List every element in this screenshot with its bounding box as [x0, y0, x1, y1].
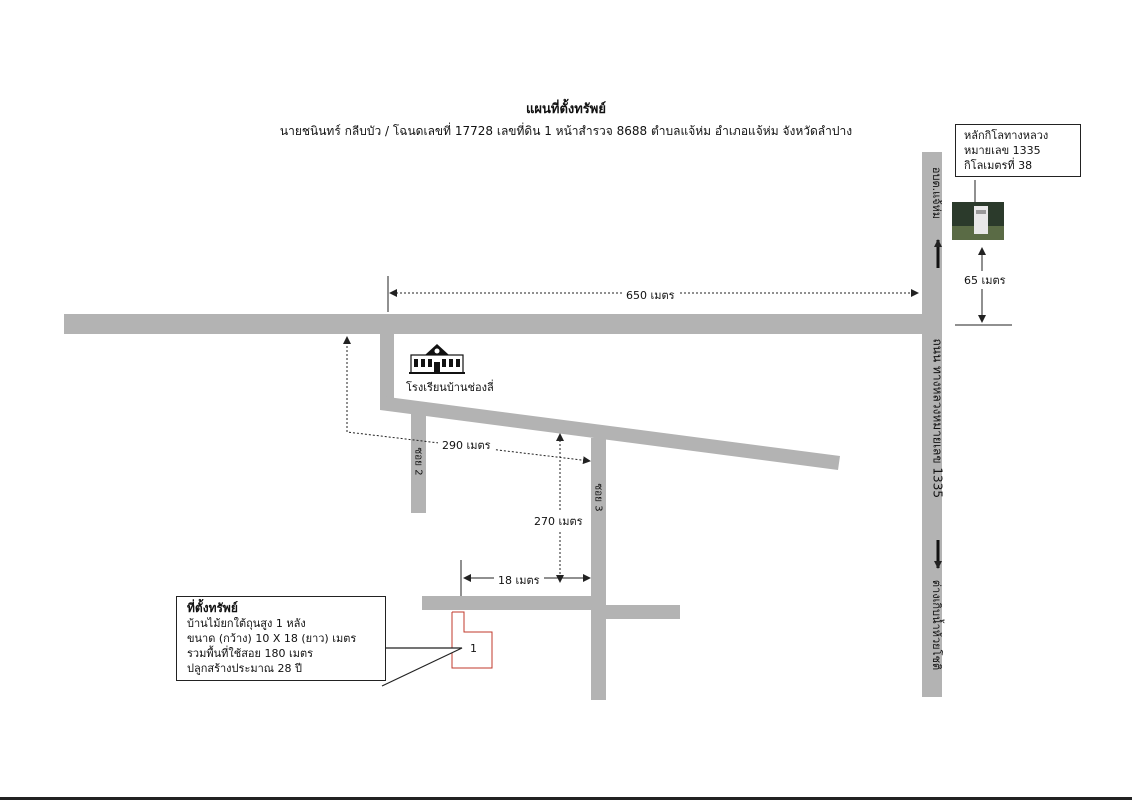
distance-290-label: 290 เมตร — [438, 436, 495, 454]
distance-270-label: 270 เมตร — [530, 512, 587, 530]
dim-290-line — [346, 338, 591, 465]
highway-road-label: ถนน ทางหลวงหมายเลข 1335 — [930, 338, 945, 498]
main-road-east-west — [64, 314, 924, 334]
page-bottom-border — [0, 797, 1132, 800]
school-label: โรงเรียนบ้านช่องลี่ — [406, 381, 494, 394]
map-title: แผนที่ตั้งทรัพย์ — [526, 102, 606, 117]
map-subtitle: นายชนินทร์ กลีบบัว / โฉนดเลขที่ 17728 เล… — [279, 124, 853, 138]
south-direction-label: ต่างเกิบน้ำห้วยโชติ — [930, 579, 943, 671]
distance-18-label: 18 เมตร — [494, 571, 544, 589]
km-marker-callout: หลักกิโลทางหลวง หมายเลข 1335 กิโลเมตรที่… — [955, 124, 1081, 177]
property-line1: บ้านไม้ยกใต้ถุนสูง 1 หลัง — [187, 617, 306, 630]
km-marker-line3: กิโลเมตรที่ 38 — [964, 159, 1033, 172]
property-line4: ปลูกสร้างประมาณ 28 ปี — [187, 662, 302, 675]
roads — [64, 152, 942, 700]
soi-3-label: ซอย 3 — [592, 483, 604, 512]
school-icon — [409, 344, 465, 374]
property-callout-heading: ที่ตั้งทรัพย์ — [187, 601, 238, 615]
km-marker-line1: หลักกิโลทางหลวง — [964, 129, 1049, 142]
distance-65-label: 65 เมตร — [960, 271, 1010, 289]
soi-2-label: ซอย 2 — [412, 447, 424, 476]
diagonal-road — [380, 396, 840, 470]
north-direction-label: อบต.แจ้ห่ม — [930, 166, 943, 220]
property-callout: ที่ตั้งทรัพย์ บ้านไม้ยกใต้ถุนสูง 1 หลัง … — [176, 596, 386, 681]
property-line2: ขนาด (กว้าง) 10 X 18 (ยาว) เมตร — [187, 632, 357, 645]
property-line3: รวมพื้นที่ใช้สอย 180 เมตร — [187, 647, 314, 660]
property-callout-pointer — [381, 647, 463, 687]
lot-number-label: 1 — [470, 642, 477, 655]
property-access-road — [422, 596, 598, 610]
connector-road-vertical — [380, 334, 394, 406]
branch-road-east — [598, 605, 680, 619]
distance-650-label: 650 เมตร — [622, 286, 679, 304]
property-plot-outline — [451, 611, 493, 669]
soi-2-road — [411, 408, 426, 513]
km-marker-line2: หมายเลข 1335 — [964, 144, 1041, 157]
soi-3-road — [591, 438, 606, 700]
km-marker-photo — [952, 202, 1004, 240]
